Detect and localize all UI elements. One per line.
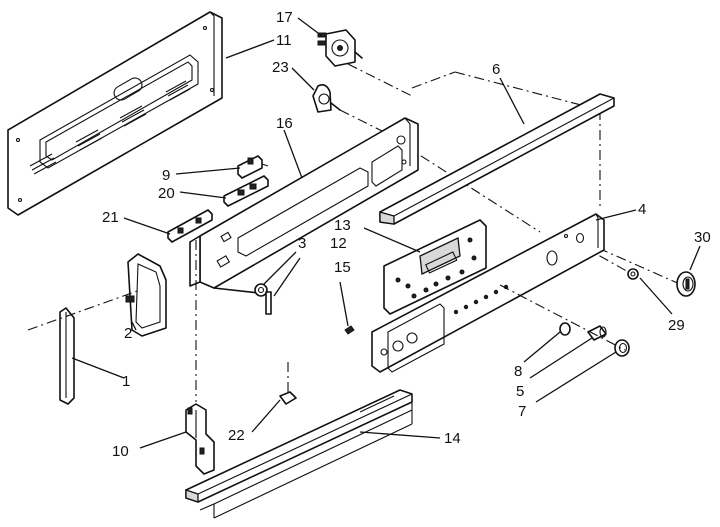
callout-16: 16	[276, 115, 293, 132]
callout-4: 4	[638, 201, 646, 218]
bracket-21	[167, 209, 213, 243]
callout-11: 11	[276, 32, 292, 49]
control-panel-face	[371, 213, 605, 373]
callout-20: 20	[158, 185, 175, 202]
control-panel-frame	[189, 117, 419, 295]
callout-2: 2	[124, 325, 132, 342]
callout-30: 30	[694, 229, 711, 246]
pin-12	[265, 291, 272, 315]
callout-10: 10	[112, 443, 129, 460]
callout-15: 15	[334, 259, 351, 276]
ring-8	[559, 322, 571, 336]
callout-21: 21	[102, 209, 119, 226]
grommet-3	[254, 283, 268, 297]
callout-12: 12	[330, 235, 347, 252]
shaft-5	[587, 325, 607, 341]
callout-8: 8	[514, 363, 522, 380]
callout-14: 14	[444, 430, 461, 447]
clip-22	[279, 362, 297, 405]
top-trim	[379, 93, 615, 225]
switch-9	[237, 155, 269, 179]
callout-23: 23	[272, 59, 289, 76]
button-7	[614, 339, 630, 357]
callout-22: 22	[228, 427, 245, 444]
rear-panel	[7, 11, 223, 216]
bottom-trim	[185, 389, 413, 519]
leader-lines	[71, 17, 701, 449]
mount-bracket	[185, 240, 215, 475]
nut-29	[627, 268, 639, 280]
clock-bracket	[312, 84, 341, 113]
callout-29: 29	[668, 317, 685, 334]
callout-5: 5	[516, 383, 524, 400]
end-cap	[125, 253, 167, 337]
callout-9: 9	[162, 167, 170, 184]
clock-motor	[317, 29, 363, 67]
callout-13: 13	[334, 217, 351, 234]
side-trim	[27, 289, 141, 405]
callout-labels: 17 11 23 6 16 9 20 21 3 12 13 15 4 30 29…	[102, 9, 711, 460]
board-components	[395, 237, 477, 299]
circuit-board	[383, 219, 487, 315]
callout-17: 17	[276, 9, 293, 26]
bracket-20	[223, 175, 269, 207]
callout-7: 7	[518, 403, 526, 420]
knob-30	[676, 271, 696, 297]
screw-15	[344, 325, 355, 335]
callout-1: 1	[122, 373, 130, 390]
callout-3: 3	[298, 235, 306, 252]
callout-6: 6	[492, 61, 500, 78]
